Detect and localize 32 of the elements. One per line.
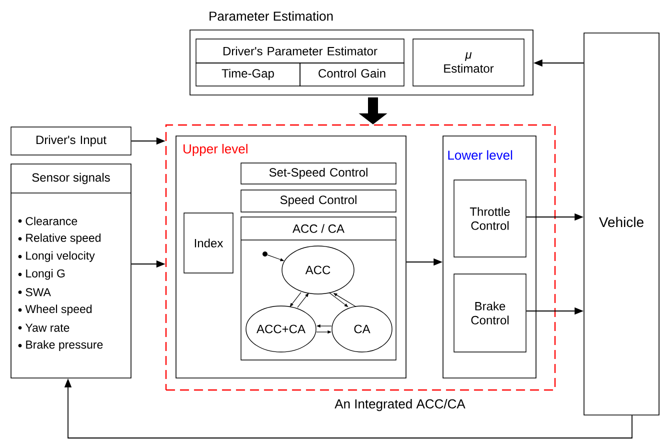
controller-box [176,136,406,378]
list-item: Longi G [18,269,65,280]
control-box: Throttle Control [454,180,526,258]
state-machine-box [240,216,396,360]
arrow [290,292,302,307]
list-item: Yaw rate [18,324,70,332]
control-box: Set-Speed Control [240,162,396,184]
caption: An Integrated ACC/CA [334,398,466,412]
input-box: Driver's Input [10,126,132,156]
table-cell: Time-Gap [196,62,300,86]
controller-box [442,136,536,378]
heading: Lower level [448,150,512,160]
vehicle-box: Vehicle [584,32,660,416]
estimator-box: μ Estimator [412,38,524,86]
list-item: Brake pressure [18,340,103,351]
estimator-box: Driver's Parameter Estimator [196,38,404,64]
estimation-box [190,30,534,96]
list-item: SWA [18,288,51,296]
list-item: Relative speed [18,233,100,244]
control-box: Speed Control [240,190,396,212]
header: Sensor signals [32,172,110,184]
list-item: Wheel speed [18,304,92,316]
index-box: Index [184,212,234,274]
heading: Parameter Estimation [210,11,333,21]
header: ACC / CA [292,224,344,233]
heading: Upper level [184,144,248,156]
sensor-box [10,164,132,378]
table-cell: Control Gain [300,62,404,86]
list-item: Longi velocity [18,251,95,262]
list-item: Clearance [18,216,78,226]
control-box: Brake Control [454,274,526,352]
dashed-boundary [165,124,556,391]
